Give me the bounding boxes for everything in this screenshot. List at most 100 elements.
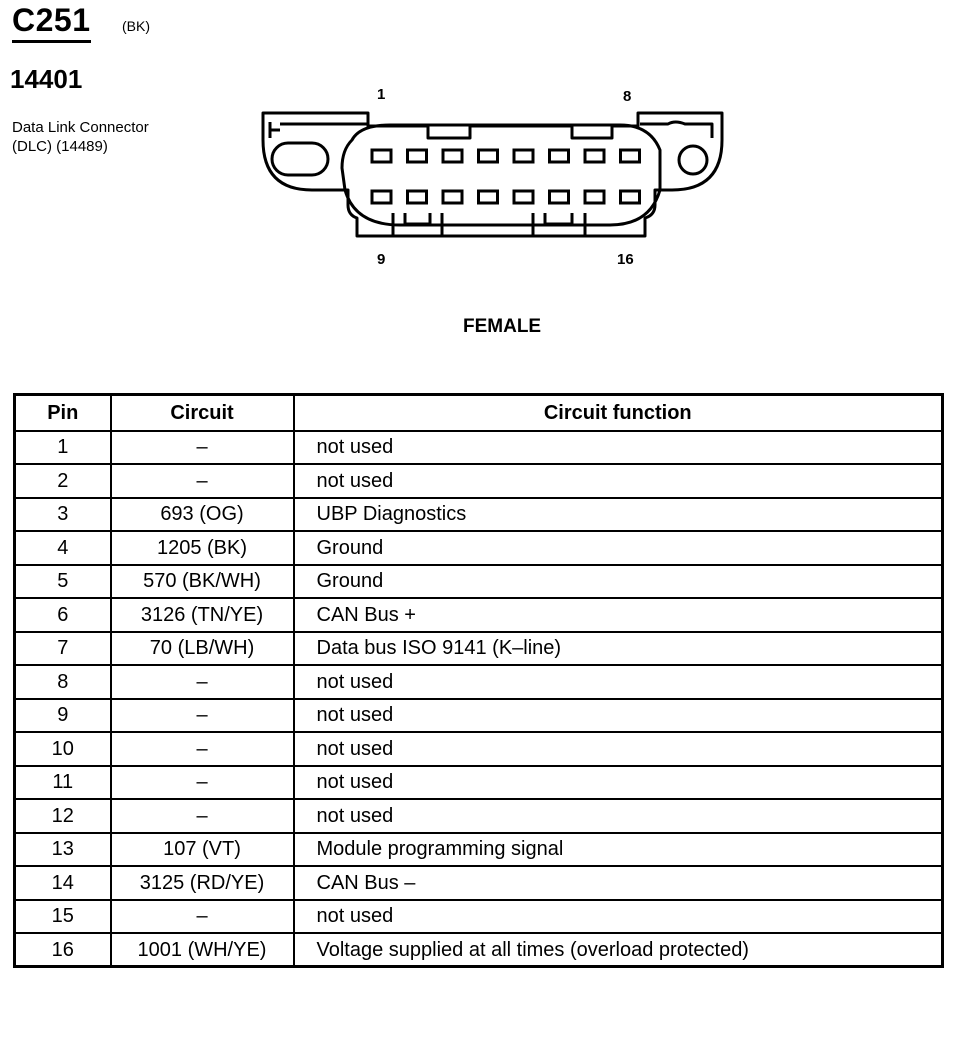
header-pin: Pin	[13, 393, 112, 432]
function-cell: Ground	[292, 530, 944, 566]
circuit-cell: 3125 (RD/YE)	[109, 865, 295, 901]
pin-label-8: 8	[623, 88, 632, 105]
connector-color: (BK)	[122, 18, 150, 34]
function-cell: not used	[292, 697, 944, 733]
dlc-connector-diagram	[261, 111, 724, 238]
part-number: 14401	[10, 64, 83, 94]
pin-slot-6	[548, 148, 570, 164]
pin-slot-5	[512, 148, 535, 164]
circuit-cell: 1205 (BK)	[109, 530, 295, 566]
pin-slots	[370, 148, 641, 205]
table-row: 15–not used	[13, 898, 944, 934]
pin-slot-10	[406, 189, 428, 205]
pin-slot-9	[370, 189, 393, 205]
circuit-cell: –	[109, 731, 295, 767]
pin-label-9: 9	[377, 251, 386, 268]
pin-slot-11	[441, 189, 464, 205]
function-cell: not used	[292, 898, 944, 934]
pin-cell: 12	[13, 798, 112, 834]
table-row: 9–not used	[13, 697, 944, 733]
circuit-cell: 570 (BK/WH)	[109, 563, 295, 599]
pin-cell: 8	[13, 664, 112, 700]
header-circuit-function: Circuit function	[292, 393, 944, 432]
bottom-key-right	[531, 213, 587, 236]
pin-slot-7	[583, 148, 606, 164]
pin-slot-16	[619, 189, 641, 205]
circuit-cell: –	[109, 429, 295, 465]
gender-label: FEMALE	[463, 316, 542, 337]
function-cell: not used	[292, 429, 944, 465]
circuit-cell: 70 (LB/WH)	[109, 630, 295, 666]
pin-cell: 13	[13, 831, 112, 867]
pin-slot-2	[406, 148, 428, 164]
function-cell: Voltage supplied at all times (overload …	[292, 932, 944, 968]
function-cell: CAN Bus +	[292, 597, 944, 633]
circuit-cell: 1001 (WH/YE)	[109, 932, 295, 968]
pin-slot-8	[619, 148, 641, 164]
pin-cell: 15	[13, 898, 112, 934]
function-cell: not used	[292, 731, 944, 767]
pin-slot-3	[441, 148, 464, 164]
mounting-hole	[677, 144, 709, 176]
connector-code: C251	[12, 2, 91, 43]
circuit-cell: –	[109, 463, 295, 499]
right-latch	[640, 120, 714, 138]
connector-description: Data Link Connector (DLC) (14489)	[12, 118, 149, 156]
pin-cell: 14	[13, 865, 112, 901]
mounting-slot	[270, 141, 330, 177]
function-cell: Data bus ISO 9141 (K–line)	[292, 630, 944, 666]
pin-cell: 1	[13, 429, 112, 465]
bottom-key-left	[391, 213, 444, 236]
circuit-cell: 3126 (TN/YE)	[109, 597, 295, 633]
pin-cell: 3	[13, 496, 112, 532]
pin-slot-15	[583, 189, 606, 205]
pin-cell: 9	[13, 697, 112, 733]
pin-cell: 5	[13, 563, 112, 599]
circuit-cell: –	[109, 664, 295, 700]
table-row: 2–not used	[13, 463, 944, 499]
pin-cell: 10	[13, 731, 112, 767]
pin-cell: 11	[13, 764, 112, 800]
left-latch	[268, 122, 368, 138]
function-cell: CAN Bus –	[292, 865, 944, 901]
function-cell: not used	[292, 764, 944, 800]
function-cell: not used	[292, 463, 944, 499]
pin-slot-4	[477, 148, 499, 164]
description-line-2: (DLC) (14489)	[12, 138, 108, 155]
pin-cell: 4	[13, 530, 112, 566]
connector-face	[340, 123, 662, 227]
circuit-cell: –	[109, 798, 295, 834]
function-cell: Ground	[292, 563, 944, 599]
table-row: 12–not used	[13, 798, 944, 834]
table-row: 11–not used	[13, 764, 944, 800]
pin-cell: 2	[13, 463, 112, 499]
function-cell: Module programming signal	[292, 831, 944, 867]
pin-cell: 6	[13, 597, 112, 633]
function-cell: UBP Diagnostics	[292, 496, 944, 532]
description-line-1: Data Link Connector	[12, 119, 149, 136]
table-row: 8–not used	[13, 664, 944, 700]
circuit-cell: –	[109, 764, 295, 800]
circuit-cell: –	[109, 697, 295, 733]
circuit-cell: 107 (VT)	[109, 831, 295, 867]
table-row: 10–not used	[13, 731, 944, 767]
connector-housing	[261, 111, 724, 238]
pin-label-16: 16	[617, 251, 634, 268]
table-row: 1–not used	[13, 429, 944, 465]
pin-cell: 7	[13, 630, 112, 666]
pin-slot-1	[370, 148, 393, 164]
table-header-row: Pin Circuit Circuit function	[13, 393, 944, 432]
pin-cell: 16	[13, 932, 112, 968]
pin-label-1: 1	[377, 86, 386, 103]
function-cell: not used	[292, 664, 944, 700]
circuit-cell: –	[109, 898, 295, 934]
